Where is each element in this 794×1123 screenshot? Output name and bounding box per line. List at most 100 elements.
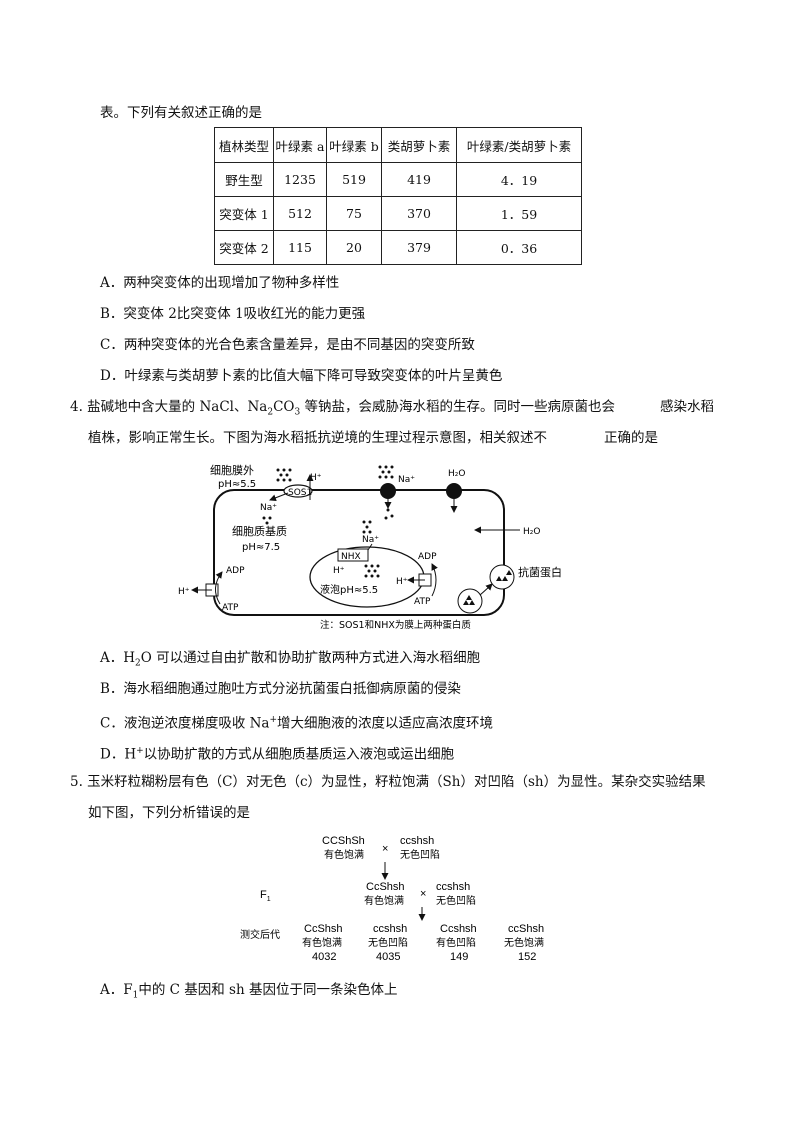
offspring-label: 测交后代	[240, 928, 280, 941]
na-dots	[262, 468, 292, 525]
q4-stem-line2-tail: 正确的是	[604, 430, 658, 446]
vacuole-ph: 液泡pH≈5.5	[320, 583, 378, 596]
q4-option-text: O 可以通过自由扩散和协助扩散两种方式进入海水稻细胞	[140, 650, 481, 666]
nhx-na-arrow	[367, 543, 373, 551]
h2o-label: H₂O	[523, 527, 540, 537]
outside-ph: pH≈5.5	[218, 479, 256, 490]
offspring-genotype: Ccshsh	[440, 923, 477, 935]
offspring-genotype: CcShsh	[304, 923, 343, 935]
na-ion-label: Na⁺	[260, 503, 277, 513]
q5-stem-line1: 5. 玉米籽粒糊粉层有色（C）对无色（c）为显性，籽粒饱满（Sh）对凹陷（sh）…	[70, 774, 706, 790]
offspring-1: ccshsh 无色凹陷 4035	[368, 923, 408, 963]
q3-option-c: C．两种突变体的光合色素含量差异，是由不同基因的突变所致	[100, 337, 475, 353]
sos1-label: SOS1	[288, 488, 312, 498]
offspring-phenotype: 有色凹陷	[436, 936, 476, 949]
q4-option-sub: 2	[135, 658, 141, 669]
q4-option-sup: +	[269, 715, 278, 725]
adp-label: ADP	[226, 566, 245, 576]
table-cell: 1235	[273, 162, 327, 197]
q3-option-d: D．叶绿素与类胡萝卜素的比值大幅下降可导致突变体的叶片呈黄色	[100, 368, 503, 384]
q4-option-c: C．液泡逆浓度梯度吸收 Na+增大细胞液的浓度以适应高浓度环境	[100, 710, 493, 734]
nhx-label: NHX	[341, 552, 361, 562]
q4-text: 4. 盐碱地中含大量的 NaCl、Na	[70, 399, 268, 415]
f1-label-text: F	[260, 889, 267, 901]
offspring-count: 149	[450, 951, 468, 963]
q4-sub: 2	[267, 407, 274, 418]
nhx-protein	[337, 548, 369, 562]
offspring-phenotype: 有色饱满	[302, 936, 342, 949]
table-header: 类胡萝卜素	[381, 127, 457, 163]
outside-label: 细胞膜外	[210, 464, 254, 477]
cytoplasm-label: 细胞质基质	[232, 525, 287, 538]
antibacterial-label: 抗菌蛋白	[518, 565, 562, 579]
table-cell: 4．19	[456, 162, 582, 197]
q4-option-a: A．H2O 可以通过自由扩散和协助扩散两种方式进入海水稻细胞	[100, 648, 480, 674]
table-header-row: 植林类型 叶绿素 a 叶绿素 b 类胡萝卜素 叶绿素/类胡萝卜素	[214, 127, 582, 163]
p1-phenotype: 有色饱满	[324, 848, 364, 861]
na-ion-label: Na⁺	[398, 475, 415, 485]
table-cell: 野生型	[214, 162, 274, 197]
q5-option-text: 中的 C 基因和 sh 基因位于同一条染色体上	[138, 982, 398, 998]
offspring-count: 4032	[312, 951, 336, 963]
atp-label: ATP	[222, 603, 239, 613]
f1-mate-genotype: ccshsh	[436, 881, 470, 893]
q4-text: CO	[273, 399, 295, 415]
f1-genotype: CcShsh	[366, 881, 405, 893]
table-cell: 115	[273, 230, 327, 265]
table-row: 突变体 2 115 20 379 0．36	[214, 230, 582, 265]
na-dots-top	[378, 465, 394, 520]
p2-phenotype: 无色凹陷	[400, 848, 440, 861]
protein-triangles	[496, 570, 512, 581]
atp-adp-arrow	[215, 571, 223, 605]
na-channel-protein	[380, 483, 396, 499]
q5-option-text: A．F	[100, 982, 133, 998]
table-cell: 20	[326, 230, 382, 265]
f1-label: F1	[260, 889, 271, 903]
offspring-genotype: ccshsh	[373, 923, 407, 935]
vesicle-arrow	[479, 583, 493, 596]
offspring-0: CcShsh 有色饱满 4032	[302, 923, 343, 963]
na-out-arrow	[269, 492, 289, 502]
q4-stem-line2: 植株，影响正常生长。下图为海水稻抵抗逆境的生理过程示意图，相关叙述不	[88, 430, 547, 446]
q4-option-text: 以协助扩散的方式从细胞质基质运入液泡或运出细胞	[143, 746, 455, 763]
q4-option-text: D．H	[100, 746, 137, 763]
offspring-count: 152	[518, 951, 536, 963]
q3-intro: 表。下列有关叙述正确的是	[100, 105, 262, 121]
sos1-protein	[283, 484, 313, 498]
table-cell: 519	[326, 162, 382, 197]
f1-label-sub: 1	[267, 896, 271, 903]
h-ion-label: H⁺	[310, 473, 322, 483]
na-dots-cyto	[362, 520, 372, 534]
q4-stem-line1-tail: 感染水稻	[660, 399, 714, 415]
table-row: 野生型 1235 519 419 4．19	[214, 162, 582, 197]
f1-phenotype: 有色饱满	[364, 894, 404, 907]
aquaporin-protein	[446, 483, 462, 499]
table-header: 叶绿素 a	[273, 127, 327, 163]
h2o-label: H₂O	[448, 469, 465, 479]
q3-option-b: B．突变体 2比突变体 1吸收红光的能力更强	[100, 306, 366, 322]
offspring-3: ccShsh 无色饱满 152	[504, 923, 544, 963]
offspring-phenotype: 无色饱满	[504, 936, 544, 949]
offspring-2: Ccshsh 有色凹陷 149	[436, 923, 477, 963]
cytoplasm-ph: pH≈7.5	[242, 542, 280, 553]
q4-option-text: A．H	[100, 650, 136, 666]
protein-triangles	[463, 595, 475, 605]
table-cell: 379	[381, 230, 457, 265]
q4-sub: 3	[294, 407, 301, 418]
vesicle	[457, 588, 483, 614]
table-cell: 419	[381, 162, 457, 197]
q5-option-sub: 1	[132, 990, 139, 1001]
atp-label: ATP	[414, 597, 431, 607]
pigment-table: 植林类型 叶绿素 a 叶绿素 b 类胡萝卜素 叶绿素/类胡萝卜素 野生型 123…	[214, 127, 582, 265]
q4-option-text: 增大细胞液的浓度以适应高浓度环境	[277, 715, 494, 732]
offspring-count: 4035	[376, 951, 400, 963]
table-row: 突变体 1 512 75 370 1．59	[214, 196, 582, 231]
p2-genotype: ccshsh	[400, 835, 434, 847]
q5-option-a: A．F1中的 C 基因和 sh 基因位于同一条染色体上	[100, 980, 397, 1006]
q4-option-b: B．海水稻细胞通过胞吐方式分泌抗菌蛋白抵御病原菌的侵染	[100, 681, 461, 697]
secreting-vesicle	[489, 564, 515, 590]
na-dots-vacuole	[364, 564, 380, 578]
diagram-note: 注：SOS1和NHX为膜上两种蛋白质	[320, 619, 471, 631]
cross-symbol: ×	[420, 888, 426, 900]
q4-option-text: C．液泡逆浓度梯度吸收 Na	[100, 715, 270, 732]
